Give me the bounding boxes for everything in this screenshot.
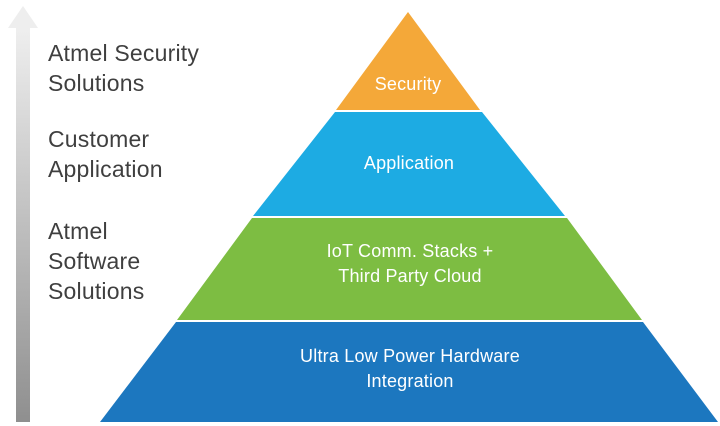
label-customer-application: Customer Application — [48, 124, 163, 184]
label-atmel-software-solutions: Atmel Software Solutions — [48, 216, 144, 306]
tier-label-line: Integration — [366, 371, 454, 391]
tier-hardware-label: Ultra Low Power Hardware Integration — [200, 344, 620, 394]
label-line: Application — [48, 156, 163, 182]
label-line: Atmel Security — [48, 40, 200, 66]
label-atmel-security-solutions: Atmel Security Solutions — [48, 38, 199, 98]
tier-label-line: Third Party Cloud — [338, 266, 482, 286]
tier-iot-label: IoT Comm. Stacks + Third Party Cloud — [260, 239, 560, 289]
tier-application-shape — [253, 112, 565, 216]
tier-security-shape — [336, 12, 480, 110]
tier-label-line: Application — [363, 153, 455, 173]
label-line: Solutions — [48, 278, 145, 304]
tier-label-line: IoT Comm. Stacks + — [326, 241, 494, 261]
tier-label-line: Ultra Low Power Hardware — [300, 346, 520, 366]
tier-label-line: Security — [374, 74, 442, 94]
label-line: Atmel — [48, 218, 108, 244]
label-line: Customer — [48, 126, 150, 152]
tier-hardware-shape — [100, 322, 718, 422]
label-line: Software — [48, 248, 141, 274]
arrow-head — [8, 6, 38, 28]
tier-iot-shape — [177, 218, 642, 320]
tier-application-label: Application — [300, 151, 518, 176]
tier-security-label: Security — [335, 72, 481, 97]
label-line: Solutions — [48, 70, 145, 96]
arrow-shaft — [16, 26, 30, 422]
